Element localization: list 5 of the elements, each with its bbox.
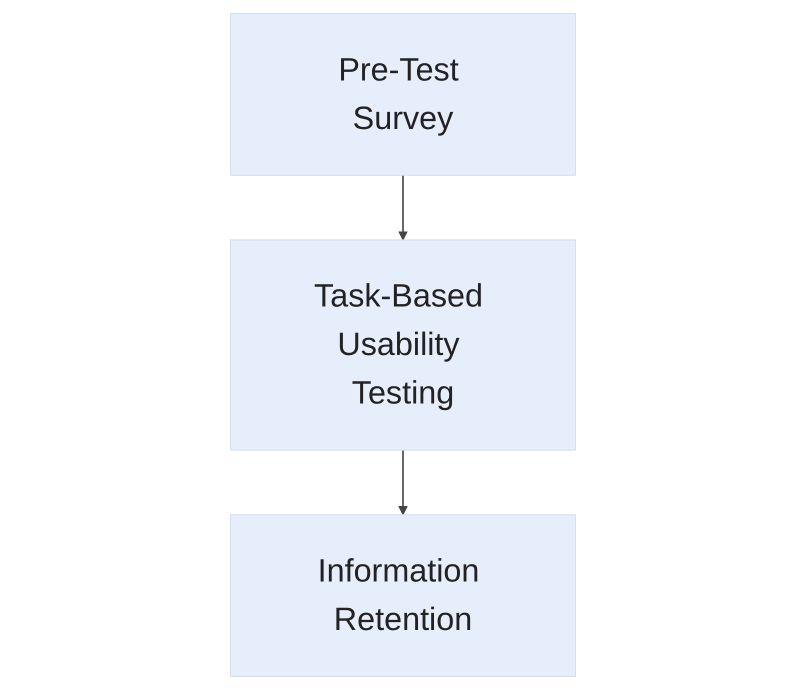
- arrow: [398, 175, 408, 240]
- node-box: Pre-Test Survey: [230, 13, 576, 176]
- node-box: Information Retention: [230, 514, 576, 677]
- arrow: [398, 450, 408, 516]
- node-box: Task-Based Usability Testing: [230, 239, 576, 451]
